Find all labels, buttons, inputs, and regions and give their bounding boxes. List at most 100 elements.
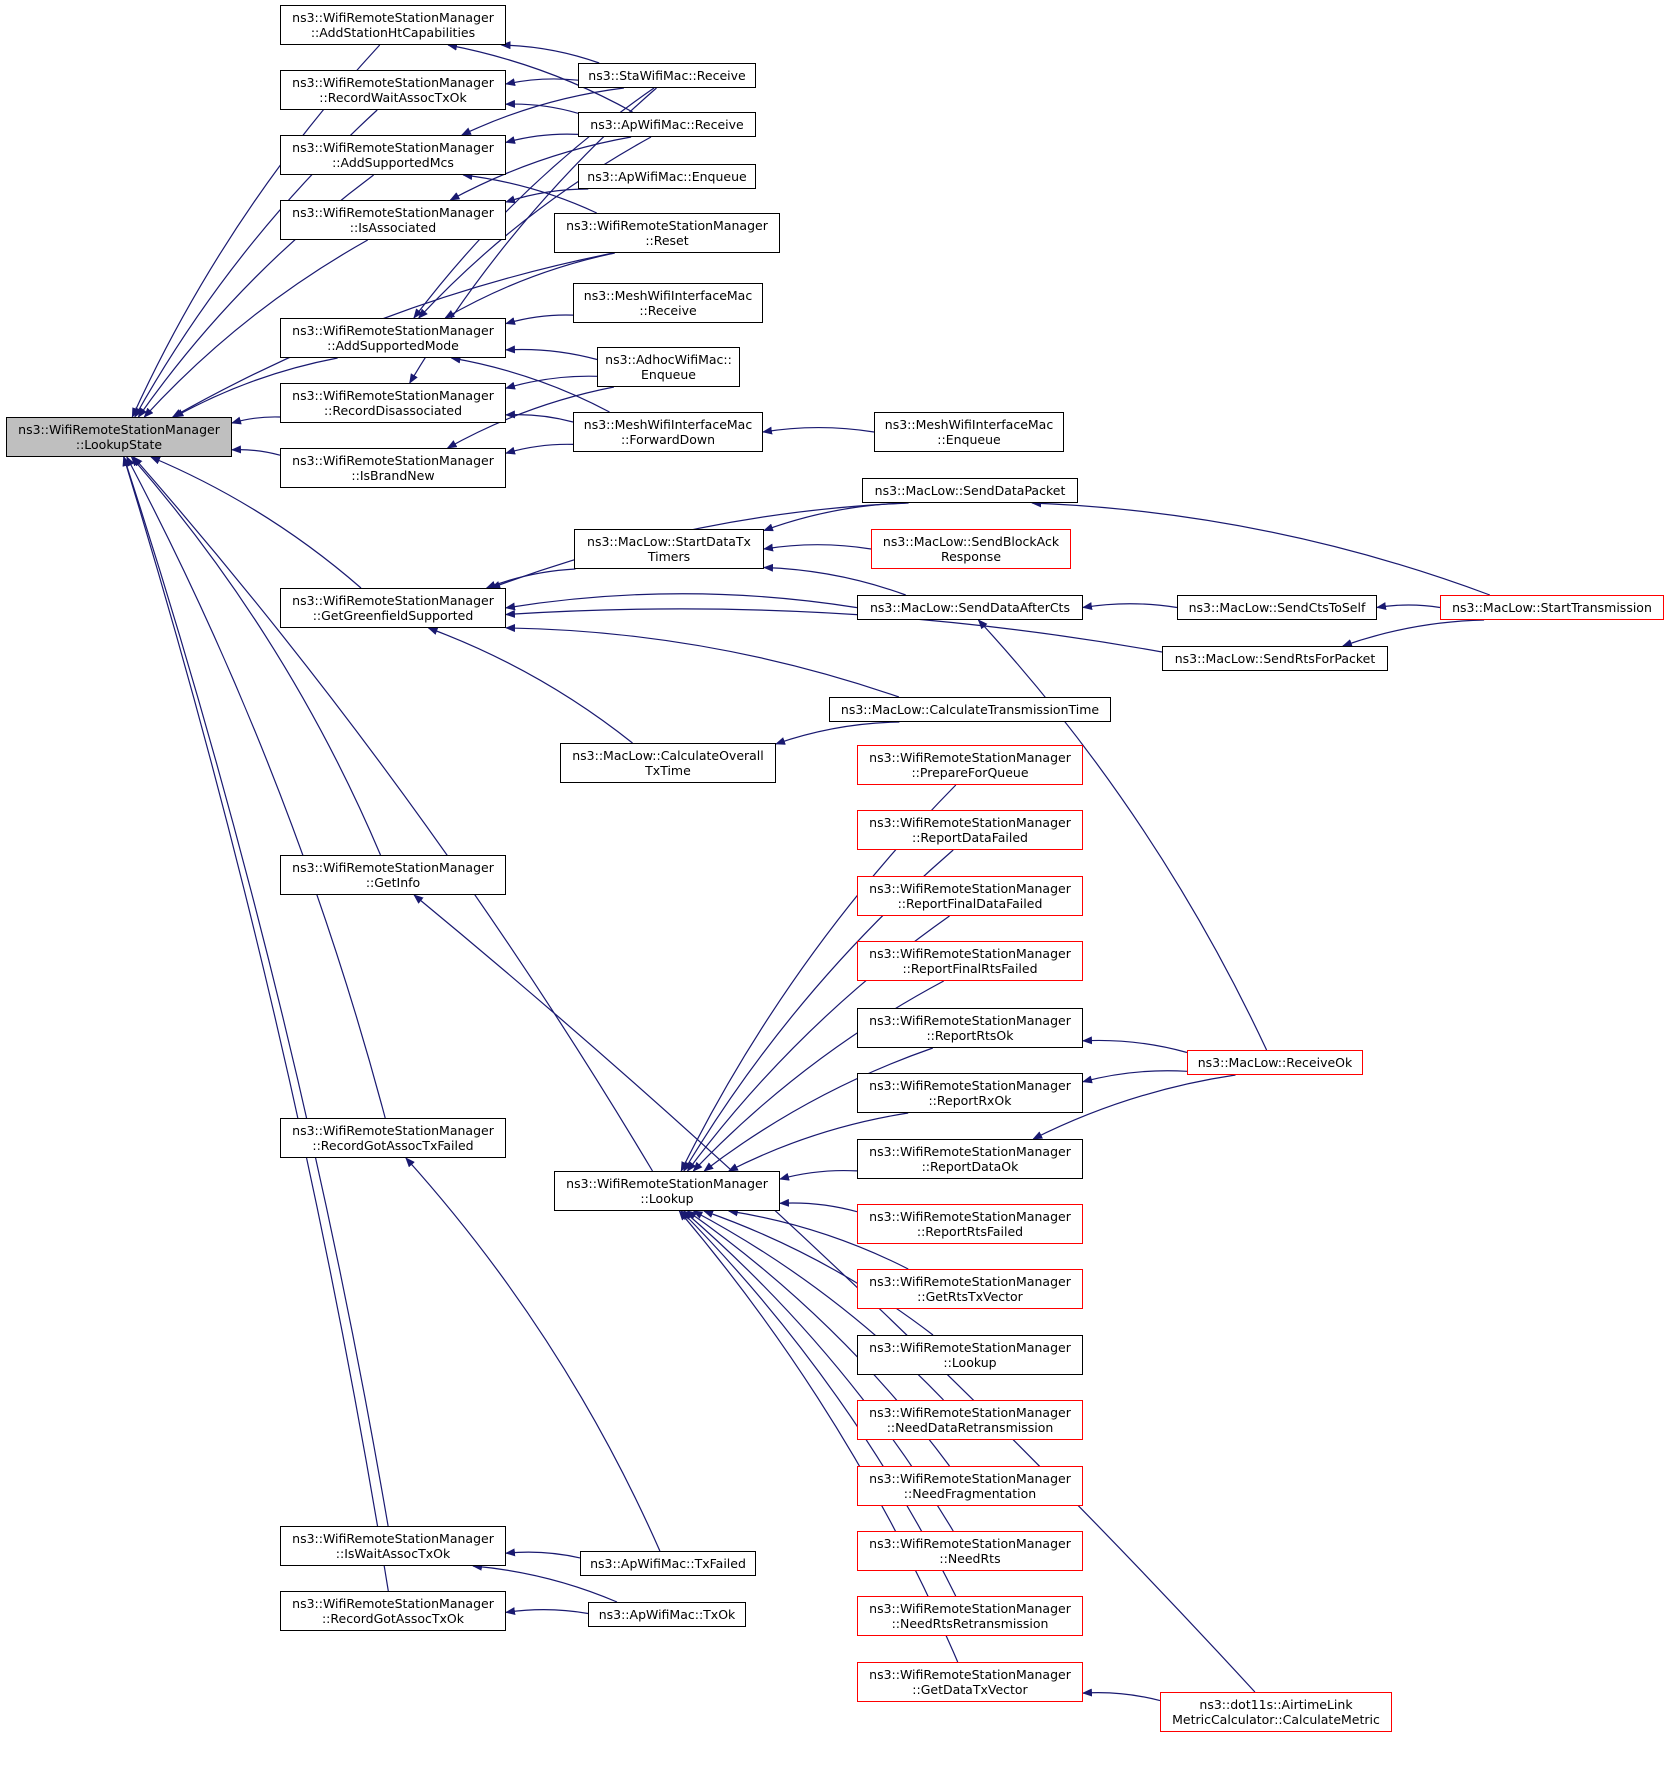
node-label: ns3::WifiRemoteStationManager ::NeedRts [869, 1536, 1071, 1566]
edge-isassociated-to-lookupstate [143, 239, 368, 418]
node-reportrtsfailed[interactable]: ns3::WifiRemoteStationManager ::ReportRt… [857, 1204, 1083, 1244]
node-label: ns3::WifiRemoteStationManager ::AddSuppo… [292, 140, 494, 170]
edge-adhocenqueue-to-addsupportedmode [505, 345, 598, 361]
node-calcmetric[interactable]: ns3::dot11s::AirtimeLink MetricCalculato… [1160, 1692, 1392, 1732]
node-senddatapacket[interactable]: ns3::MacLow::SendDataPacket [862, 478, 1078, 503]
node-recordwaitassoc[interactable]: ns3::WifiRemoteStationManager ::RecordWa… [280, 70, 506, 110]
node-sendrts[interactable]: ns3::MacLow::SendRtsForPacket [1162, 646, 1388, 671]
node-needrtsretrans[interactable]: ns3::WifiRemoteStationManager ::NeedRtsR… [857, 1596, 1083, 1636]
edge-sendrts-to-getgreenfield [505, 608, 1163, 653]
node-meshenqueue[interactable]: ns3::MeshWifiInterfaceMac ::Enqueue [874, 412, 1064, 452]
node-label: ns3::WifiRemoteStationManager ::IsAssoci… [292, 205, 494, 235]
edge-calcmetric-to-getdatatxvector [1082, 1688, 1161, 1702]
node-apreceive[interactable]: ns3::ApWifiMac::Receive [578, 112, 756, 137]
edge-meshforward-to-isbrandnew [505, 443, 574, 455]
edge-calcmetric-to-getinfo [413, 894, 1256, 1693]
node-recordgotassocfailed[interactable]: ns3::WifiRemoteStationManager ::RecordGo… [280, 1118, 506, 1158]
node-startdatatx[interactable]: ns3::MacLow::StartDataTx Timers [574, 529, 764, 569]
node-label: ns3::StaWifiMac::Receive [588, 68, 746, 83]
node-adhocenqueue[interactable]: ns3::AdhocWifiMac:: Enqueue [597, 347, 740, 387]
node-addsupportedmcs[interactable]: ns3::WifiRemoteStationManager ::AddSuppo… [280, 135, 506, 175]
node-addstationht[interactable]: ns3::WifiRemoteStationManager ::AddStati… [280, 5, 506, 45]
edge-isbrandnew-to-lookupstate [231, 445, 281, 456]
node-isbrandnew[interactable]: ns3::WifiRemoteStationManager ::IsBrandN… [280, 448, 506, 488]
node-meshreceive[interactable]: ns3::MeshWifiInterfaceMac ::Receive [573, 283, 763, 323]
node-senddataaftercts[interactable]: ns3::MacLow::SendDataAfterCts [857, 595, 1083, 620]
node-addsupportedmode[interactable]: ns3::WifiRemoteStationManager ::AddSuppo… [280, 318, 506, 358]
node-reportfinaldatafailed[interactable]: ns3::WifiRemoteStationManager ::ReportFi… [857, 876, 1083, 916]
node-getdatatxvector[interactable]: ns3::WifiRemoteStationManager ::GetDataT… [857, 1662, 1083, 1702]
node-label: ns3::dot11s::AirtimeLink MetricCalculato… [1172, 1697, 1380, 1727]
edge-startdatatx-to-getgreenfield [485, 568, 576, 589]
edge-adhocenqueue-to-recorddisassociated [505, 375, 598, 390]
node-label: ns3::WifiRemoteStationManager ::ReportRx… [869, 1078, 1071, 1108]
edge-recordgotassocfailed-to-lookupstate [126, 456, 386, 1119]
node-needdataretrans[interactable]: ns3::WifiRemoteStationManager ::NeedData… [857, 1400, 1083, 1440]
node-label: ns3::WifiRemoteStationManager ::ReportRt… [869, 1013, 1071, 1043]
node-getrtstxvector[interactable]: ns3::WifiRemoteStationManager ::GetRtsTx… [857, 1269, 1083, 1309]
node-label: ns3::WifiRemoteStationManager ::ReportDa… [869, 815, 1071, 845]
edge-apreceive-to-addstationht [447, 42, 633, 113]
edge-stareceive-to-addstationht [500, 41, 600, 64]
node-aptxok[interactable]: ns3::ApWifiMac::TxOk [588, 1602, 746, 1627]
node-reportdatafailed[interactable]: ns3::WifiRemoteStationManager ::ReportDa… [857, 810, 1083, 850]
edge-getgreenfield-to-lookupstate [150, 456, 362, 589]
node-isassociated[interactable]: ns3::WifiRemoteStationManager ::IsAssoci… [280, 200, 506, 240]
node-label: ns3::WifiRemoteStationManager ::GetRtsTx… [869, 1274, 1071, 1304]
node-getgreenfield[interactable]: ns3::WifiRemoteStationManager ::GetGreen… [280, 588, 506, 628]
node-label: ns3::WifiRemoteStationManager ::ReportRt… [869, 1209, 1071, 1239]
node-needrts[interactable]: ns3::WifiRemoteStationManager ::NeedRts [857, 1531, 1083, 1571]
node-label: ns3::MeshWifiInterfaceMac ::ForwardDown [583, 417, 753, 447]
node-reset[interactable]: ns3::WifiRemoteStationManager ::Reset [554, 213, 780, 253]
node-reportdataok[interactable]: ns3::WifiRemoteStationManager ::ReportDa… [857, 1139, 1083, 1179]
node-meshforward[interactable]: ns3::MeshWifiInterfaceMac ::ForwardDown [573, 412, 763, 452]
edge-addsupportedmode-to-lookupstate [173, 357, 338, 418]
node-starttransmission[interactable]: ns3::MacLow::StartTransmission [1440, 595, 1664, 620]
node-lookup2[interactable]: ns3::WifiRemoteStationManager ::Lookup [857, 1335, 1083, 1375]
edge-starttransmission-to-senddatapacket [1031, 499, 1491, 596]
edge-iswaitassoc-to-lookupstate [122, 456, 389, 1527]
node-reportfinalrtsfailed[interactable]: ns3::WifiRemoteStationManager ::ReportFi… [857, 941, 1083, 981]
node-label: ns3::MacLow::CalculateTransmissionTime [840, 702, 1100, 717]
node-label: ns3::WifiRemoteStationManager ::GetGreen… [292, 593, 494, 623]
edge-lookup2-to-lookup [703, 1210, 934, 1336]
node-lookup[interactable]: ns3::WifiRemoteStationManager ::Lookup [554, 1171, 780, 1211]
node-apenqueue[interactable]: ns3::ApWifiMac::Enqueue [578, 164, 756, 189]
edge-aptxfailed-to-iswaitassoc [505, 1548, 581, 1559]
edge-apreceive-to-recordwaitassoc [505, 99, 579, 114]
edge-starttransmission-to-sendrts [1341, 619, 1485, 647]
node-getinfo[interactable]: ns3::WifiRemoteStationManager ::GetInfo [280, 855, 506, 895]
node-label: ns3::WifiRemoteStationManager ::AddStati… [292, 10, 494, 40]
node-sendblockack[interactable]: ns3::MacLow::SendBlockAck Response [871, 529, 1071, 569]
edge-senddataaftercts-to-startdatatx [763, 563, 906, 596]
node-calcoverall[interactable]: ns3::MacLow::CalculateOverall TxTime [560, 743, 776, 783]
node-label: ns3::WifiRemoteStationManager ::ReportFi… [869, 946, 1071, 976]
node-sendctstoself[interactable]: ns3::MacLow::SendCtsToSelf [1177, 595, 1377, 620]
node-calctranstime[interactable]: ns3::MacLow::CalculateTransmissionTime [829, 697, 1111, 722]
edge-aptxok-to-iswaitassoc [472, 1562, 618, 1603]
node-needfragmentation[interactable]: ns3::WifiRemoteStationManager ::NeedFrag… [857, 1466, 1083, 1506]
edge-recorddisassociated-to-lookupstate [231, 416, 281, 425]
edge-reset-to-lookupstate [171, 252, 614, 418]
edge-reset-to-addsupportedmcs [462, 172, 597, 214]
node-reportrtsok[interactable]: ns3::WifiRemoteStationManager ::ReportRt… [857, 1008, 1083, 1048]
node-prepareforqueue[interactable]: ns3::WifiRemoteStationManager ::PrepareF… [857, 745, 1083, 785]
node-recorddisassociated[interactable]: ns3::WifiRemoteStationManager ::RecordDi… [280, 383, 506, 423]
edge-senddatapacket-to-startdatatx [763, 502, 906, 532]
edge-receiveok-to-senddataaftercts [977, 619, 1268, 1051]
node-label: ns3::MacLow::SendBlockAck Response [882, 534, 1060, 564]
node-label: ns3::WifiRemoteStationManager ::RecordGo… [292, 1123, 494, 1153]
node-receiveok[interactable]: ns3::MacLow::ReceiveOk [1187, 1050, 1363, 1075]
node-label: ns3::ApWifiMac::TxFailed [590, 1556, 746, 1571]
edge-recordgotassocok-to-lookupstate [122, 456, 389, 1592]
edge-starttransmission-to-sendctstoself [1376, 602, 1441, 611]
node-stareceive[interactable]: ns3::StaWifiMac::Receive [578, 63, 756, 88]
node-recordgotassocok[interactable]: ns3::WifiRemoteStationManager ::RecordGo… [280, 1591, 506, 1631]
edge-stareceive-to-recordwaitassoc [505, 78, 579, 87]
node-label: ns3::MacLow::SendCtsToSelf [1188, 600, 1366, 615]
node-aptxfailed[interactable]: ns3::ApWifiMac::TxFailed [580, 1551, 756, 1576]
node-iswaitassoc[interactable]: ns3::WifiRemoteStationManager ::IsWaitAs… [280, 1526, 506, 1566]
node-reportrxok[interactable]: ns3::WifiRemoteStationManager ::ReportRx… [857, 1073, 1083, 1113]
node-label: ns3::MacLow::SendRtsForPacket [1174, 651, 1376, 666]
edge-meshforward-to-recorddisassociated [505, 410, 574, 423]
